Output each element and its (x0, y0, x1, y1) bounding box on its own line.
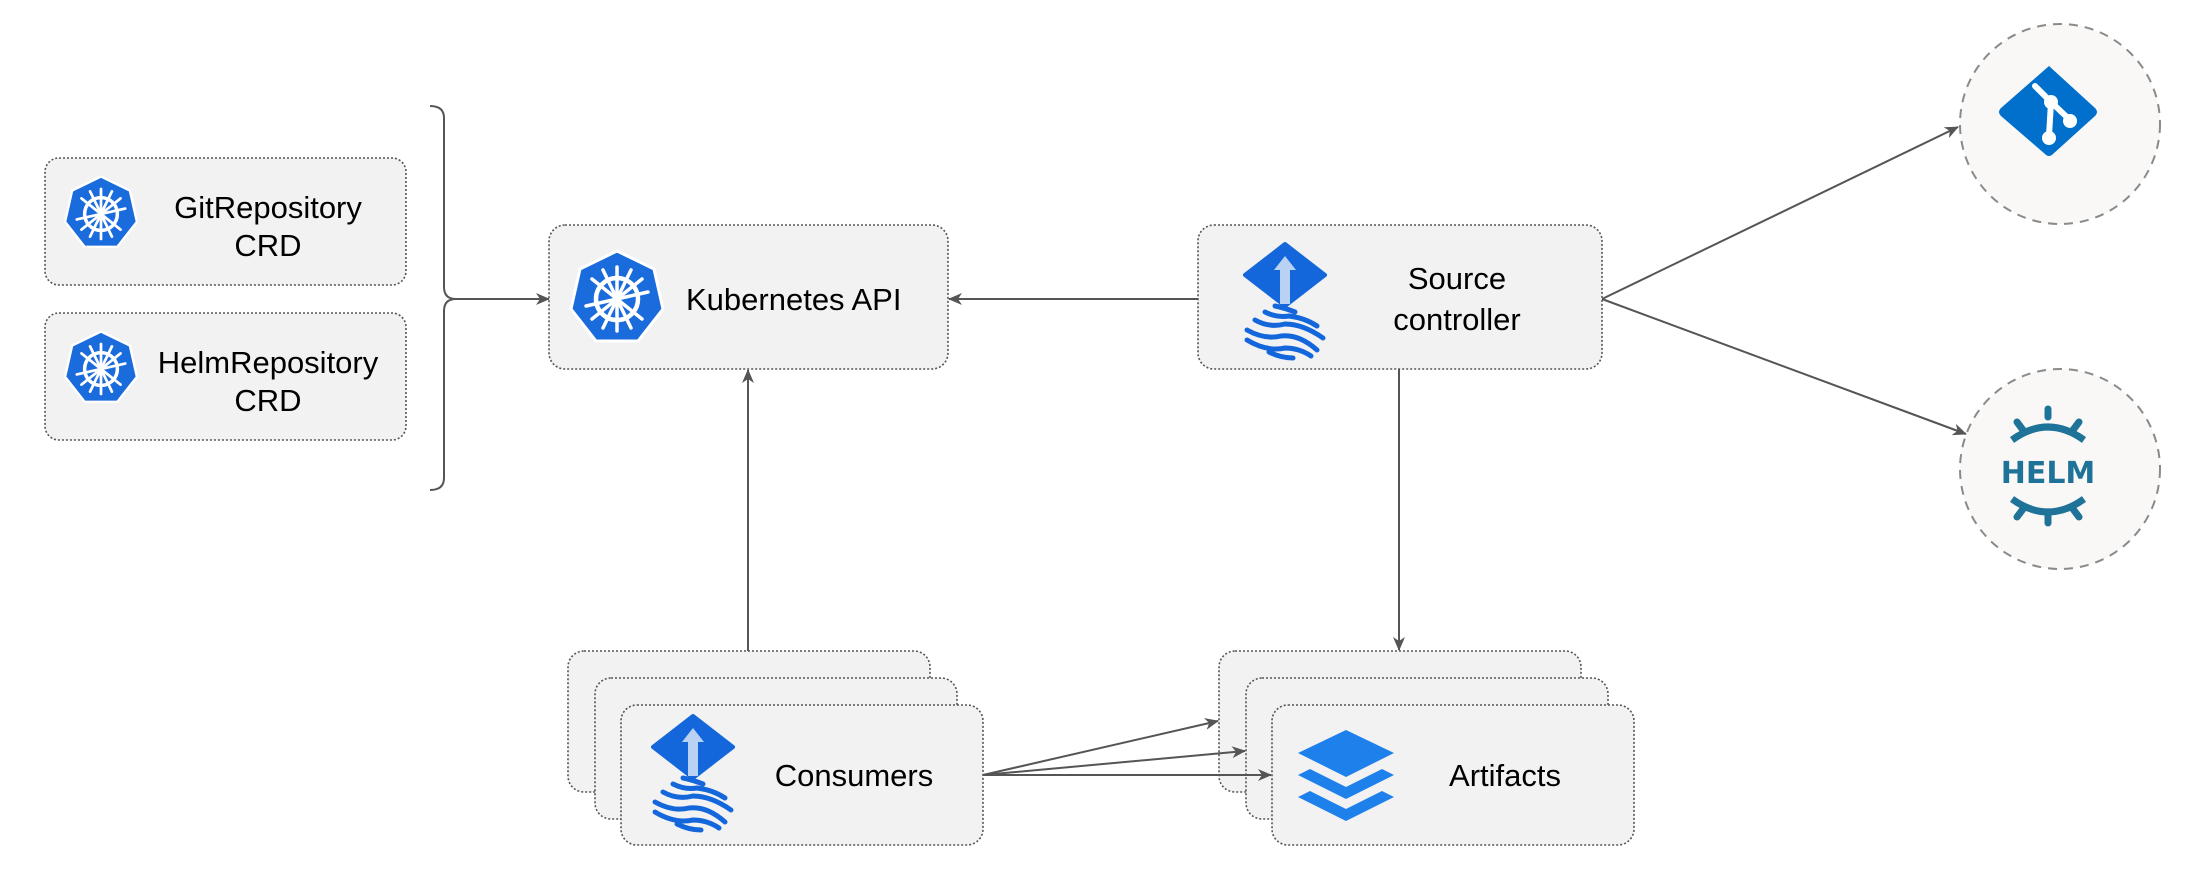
git-repository-label: GitRepository (174, 190, 362, 225)
git-repository-crd-node[interactable]: GitRepository CRD (44, 157, 407, 286)
helm-node[interactable]: HELM (1959, 368, 2161, 570)
crd-brace (429, 105, 457, 491)
helm-repository-crd-node[interactable]: HelmRepository CRD (44, 312, 407, 441)
helm-repository-crd-label: CRD (234, 383, 301, 418)
artifacts-label: Artifacts (1449, 758, 1561, 793)
kubernetes-api-label: Kubernetes API (686, 282, 901, 317)
source-controller-node[interactable]: Source controller (1197, 224, 1603, 370)
helm-icon: HELM (2001, 405, 2096, 527)
consumers-label: Consumers (775, 758, 934, 793)
git-icon (1999, 66, 2097, 156)
edge-consumers-to-artifacts-1 (982, 718, 1219, 776)
helm-repository-label: HelmRepository (158, 345, 379, 380)
source-label: Source (1408, 261, 1506, 296)
kubernetes-api-node[interactable]: Kubernetes API (548, 224, 949, 370)
controller-label: controller (1393, 302, 1521, 337)
helm-logo-text: HELM (2001, 456, 2096, 491)
edge-consumers-to-artifacts-2 (982, 746, 1246, 776)
edge-source-to-git (1601, 126, 1959, 300)
git-node[interactable] (1959, 23, 2161, 225)
artifacts-node[interactable]: Artifacts (1218, 650, 1635, 846)
consumers-node[interactable]: Consumers (567, 650, 984, 846)
edge-source-to-helm (1601, 298, 1967, 436)
git-repository-crd-label: CRD (234, 228, 301, 263)
